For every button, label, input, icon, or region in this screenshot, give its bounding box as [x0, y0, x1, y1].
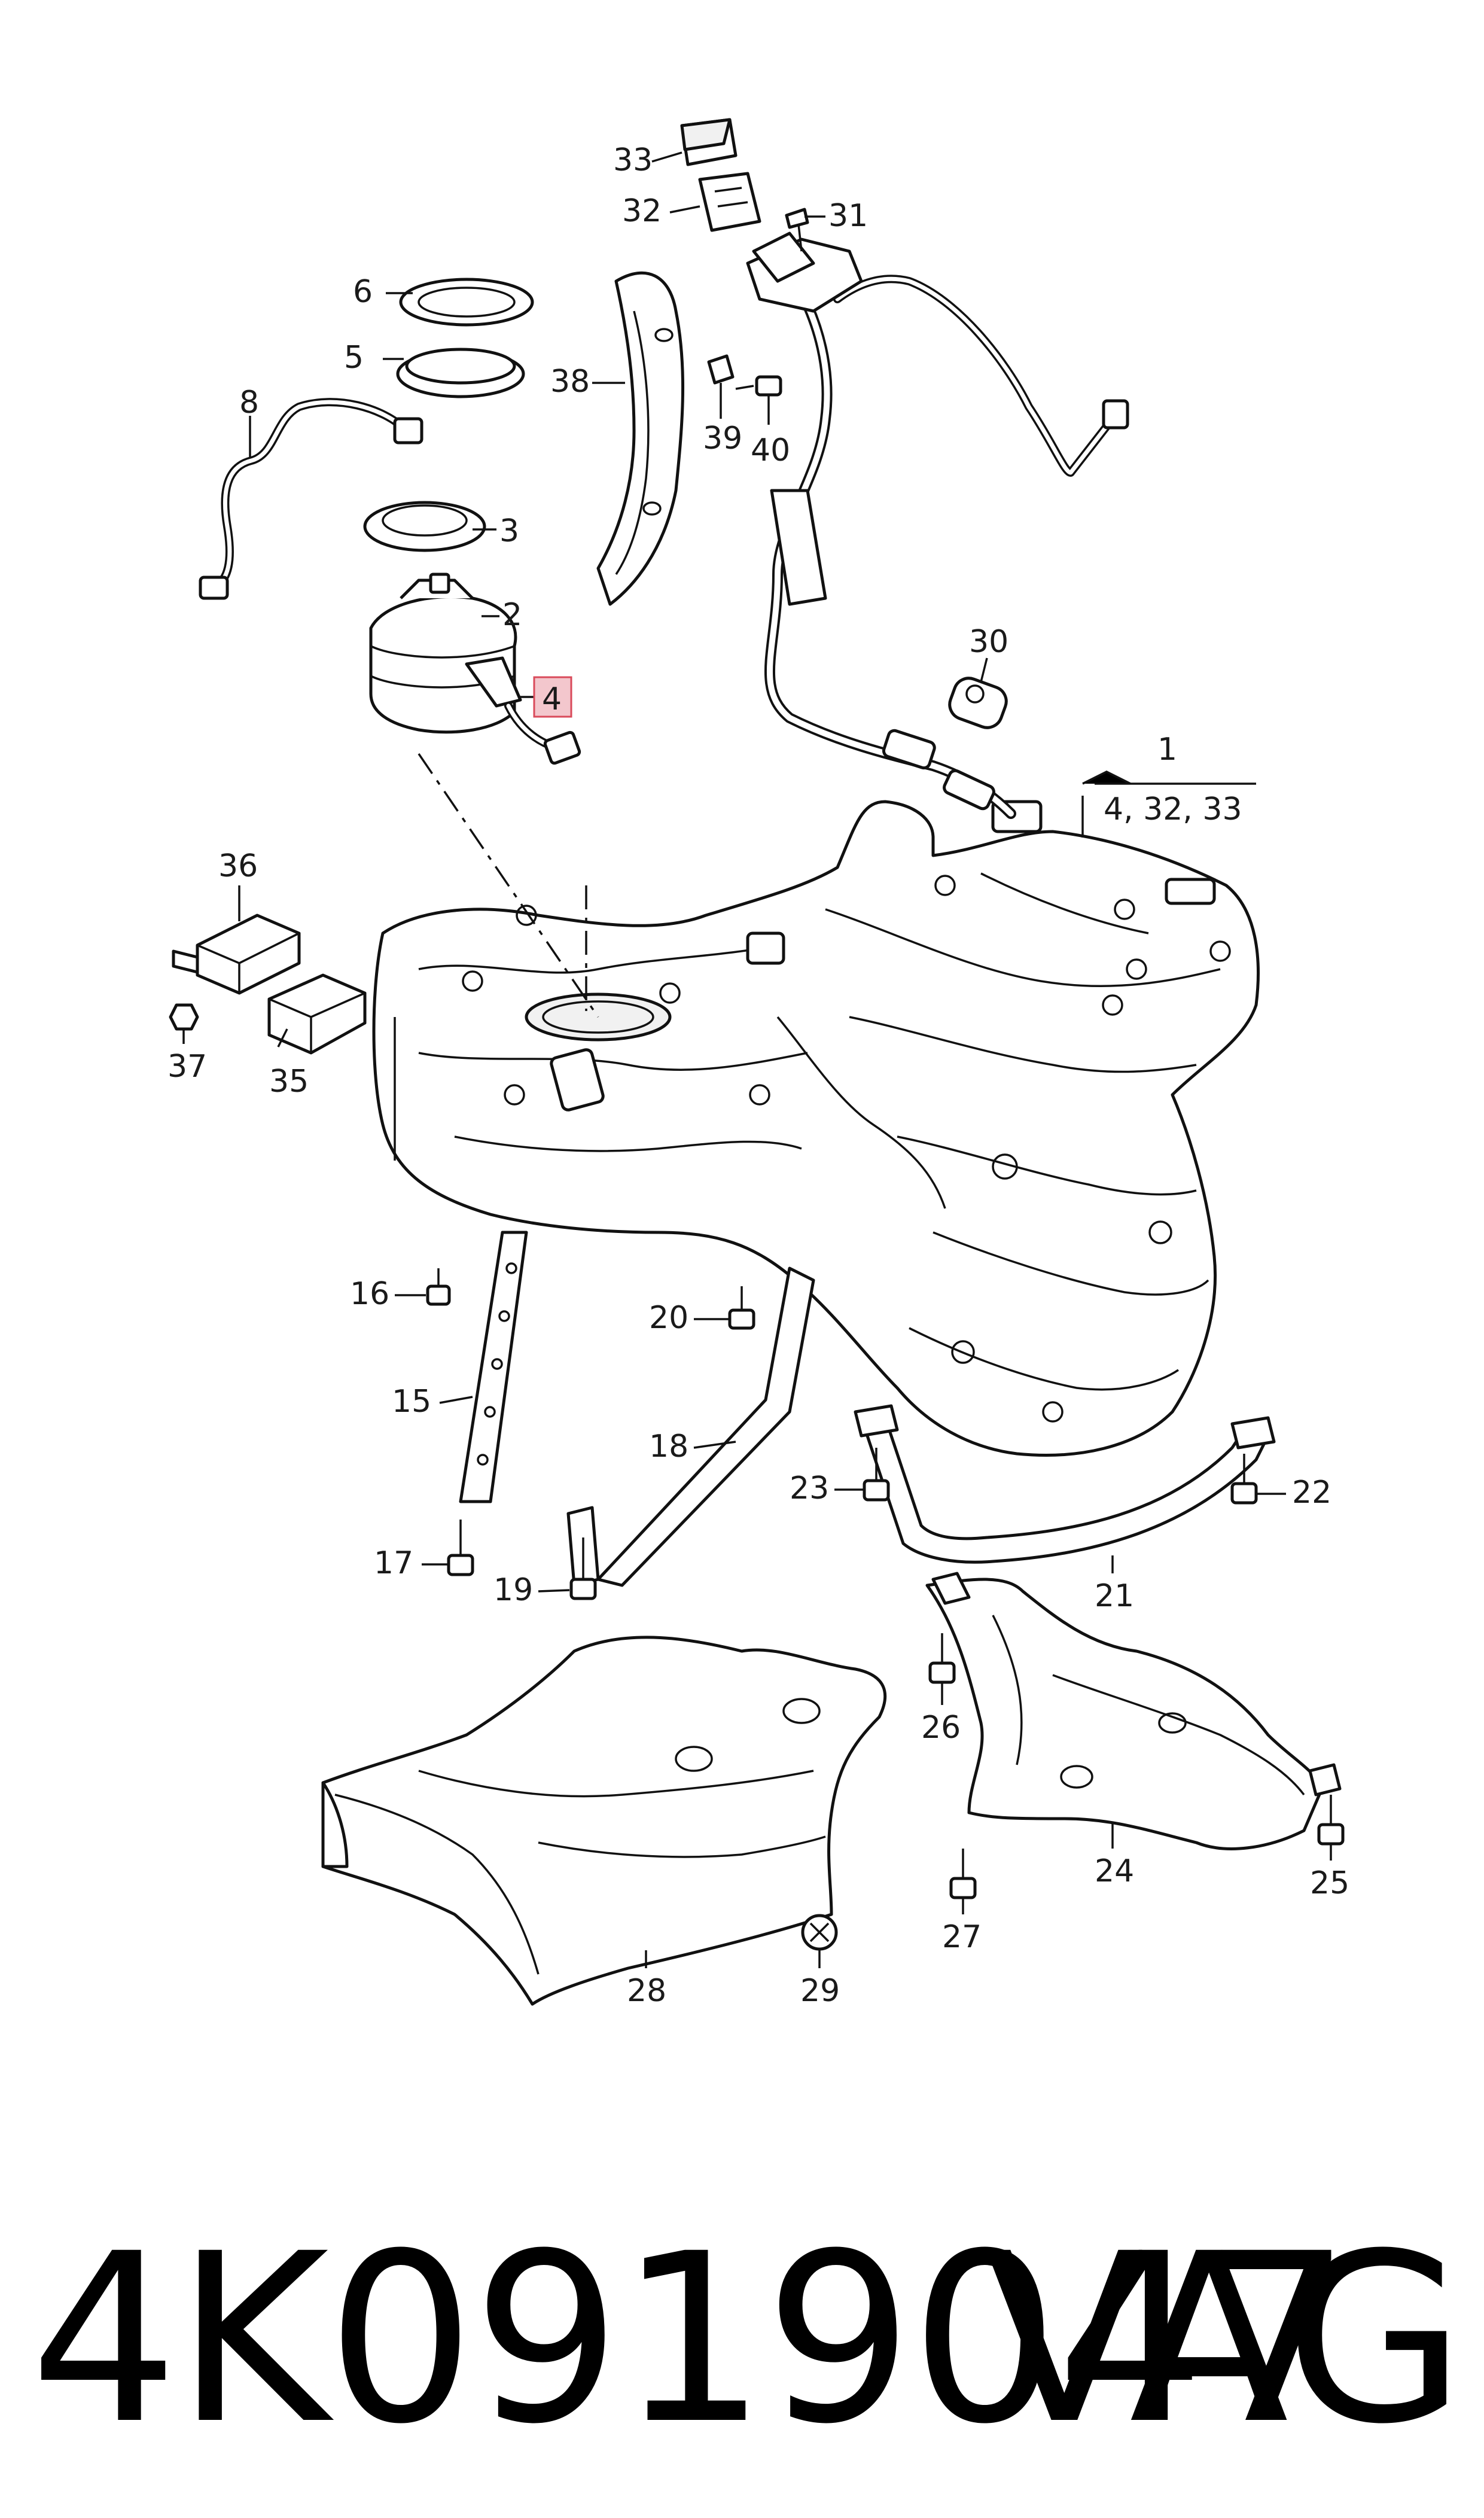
callout-20: 20 — [649, 1300, 688, 1336]
screw-31 — [785, 208, 809, 252]
flange-3 — [363, 501, 486, 552]
callout-38: 38 — [550, 364, 590, 400]
alignment-line-pump — [418, 753, 599, 1018]
heat-shield-38 — [596, 271, 685, 606]
callout-4: 4 — [542, 681, 562, 717]
level-sender-4 — [465, 656, 581, 765]
callout-15: 15 — [392, 1384, 431, 1420]
callout-6: 6 — [353, 274, 373, 310]
callout-2: 2 — [502, 597, 522, 633]
callout-5: 5 — [344, 340, 364, 376]
bolt-16 — [426, 1268, 451, 1306]
callout-18: 18 — [649, 1429, 688, 1464]
bolt-23 — [863, 1448, 890, 1502]
bolt-19 — [569, 1537, 597, 1600]
bolt-26 — [928, 1633, 956, 1684]
footer: 4K0919047 VAG — [30, 2213, 1465, 2465]
tank-strap-21 — [854, 1404, 1276, 1564]
callout-1: 1 — [1157, 732, 1177, 768]
callout-25: 25 — [1310, 1865, 1349, 1901]
callout-37: 37 — [167, 1049, 207, 1085]
callout-1-bracket — [1082, 771, 1131, 785]
filler-neck — [746, 232, 1129, 819]
control-unit-35 — [267, 973, 367, 1055]
callout-24: 24 — [1095, 1853, 1134, 1889]
bolt-40 — [735, 375, 782, 397]
control-unit-36 — [172, 914, 301, 995]
bolt-20 — [728, 1286, 755, 1330]
bolt-17 — [447, 1520, 474, 1576]
locking-ring-5 — [396, 348, 525, 398]
callout-29: 29 — [800, 1973, 840, 2009]
exploded-parts-diagram: 1 4, 32, 33 2 3 4 5 6 8 15 16 17 18 19 2… — [167, 118, 1349, 2009]
bolt-27 — [949, 1849, 977, 1899]
filler-cap — [680, 118, 738, 166]
filler-flap-insert — [698, 172, 761, 232]
callout-21: 21 — [1095, 1578, 1134, 1614]
callout-4-highlight — [533, 676, 572, 718]
callout-35: 35 — [269, 1064, 309, 1100]
callout-39: 39 — [703, 421, 742, 456]
callout-26: 26 — [921, 1710, 961, 1746]
callout-23: 23 — [790, 1470, 829, 1506]
callout-labels: 1 4, 32, 33 2 3 4 5 6 8 15 16 17 18 19 2… — [167, 142, 1349, 2009]
callout-32: 32 — [622, 193, 662, 229]
brand-name: VAG — [985, 2203, 1465, 2475]
heat-shield-24 — [925, 1572, 1342, 1850]
wiring-harness-8 — [199, 398, 423, 600]
callout-1-subparts: 4, 32, 33 — [1104, 791, 1242, 827]
callout-16: 16 — [350, 1276, 389, 1312]
callout-22: 22 — [1292, 1475, 1331, 1511]
heat-shield-28 — [321, 1636, 887, 2006]
fuel-pump-2 — [369, 573, 517, 734]
callout-19: 19 — [493, 1572, 533, 1608]
sealing-ring-6 — [399, 278, 534, 327]
callout-28: 28 — [627, 1973, 666, 2009]
nut-37 — [169, 1003, 199, 1031]
tank-strap-18 — [566, 1266, 815, 1587]
clip-29 — [801, 1914, 838, 1951]
callout-40: 40 — [751, 433, 790, 468]
callout-33: 33 — [613, 142, 653, 178]
callout-30: 30 — [969, 624, 1008, 660]
part-number: 4K0919047 — [30, 2203, 1351, 2475]
callout-17: 17 — [374, 1545, 413, 1581]
callout-36: 36 — [218, 848, 258, 884]
bolt-25 — [1317, 1795, 1345, 1846]
clip-39 — [707, 354, 735, 385]
callout-27: 27 — [942, 1919, 982, 1955]
valve-30 — [948, 677, 1008, 729]
callout-31: 31 — [828, 198, 868, 234]
tank-strap-15 — [459, 1231, 528, 1503]
callout-8: 8 — [239, 385, 259, 421]
callout-3: 3 — [499, 513, 519, 549]
